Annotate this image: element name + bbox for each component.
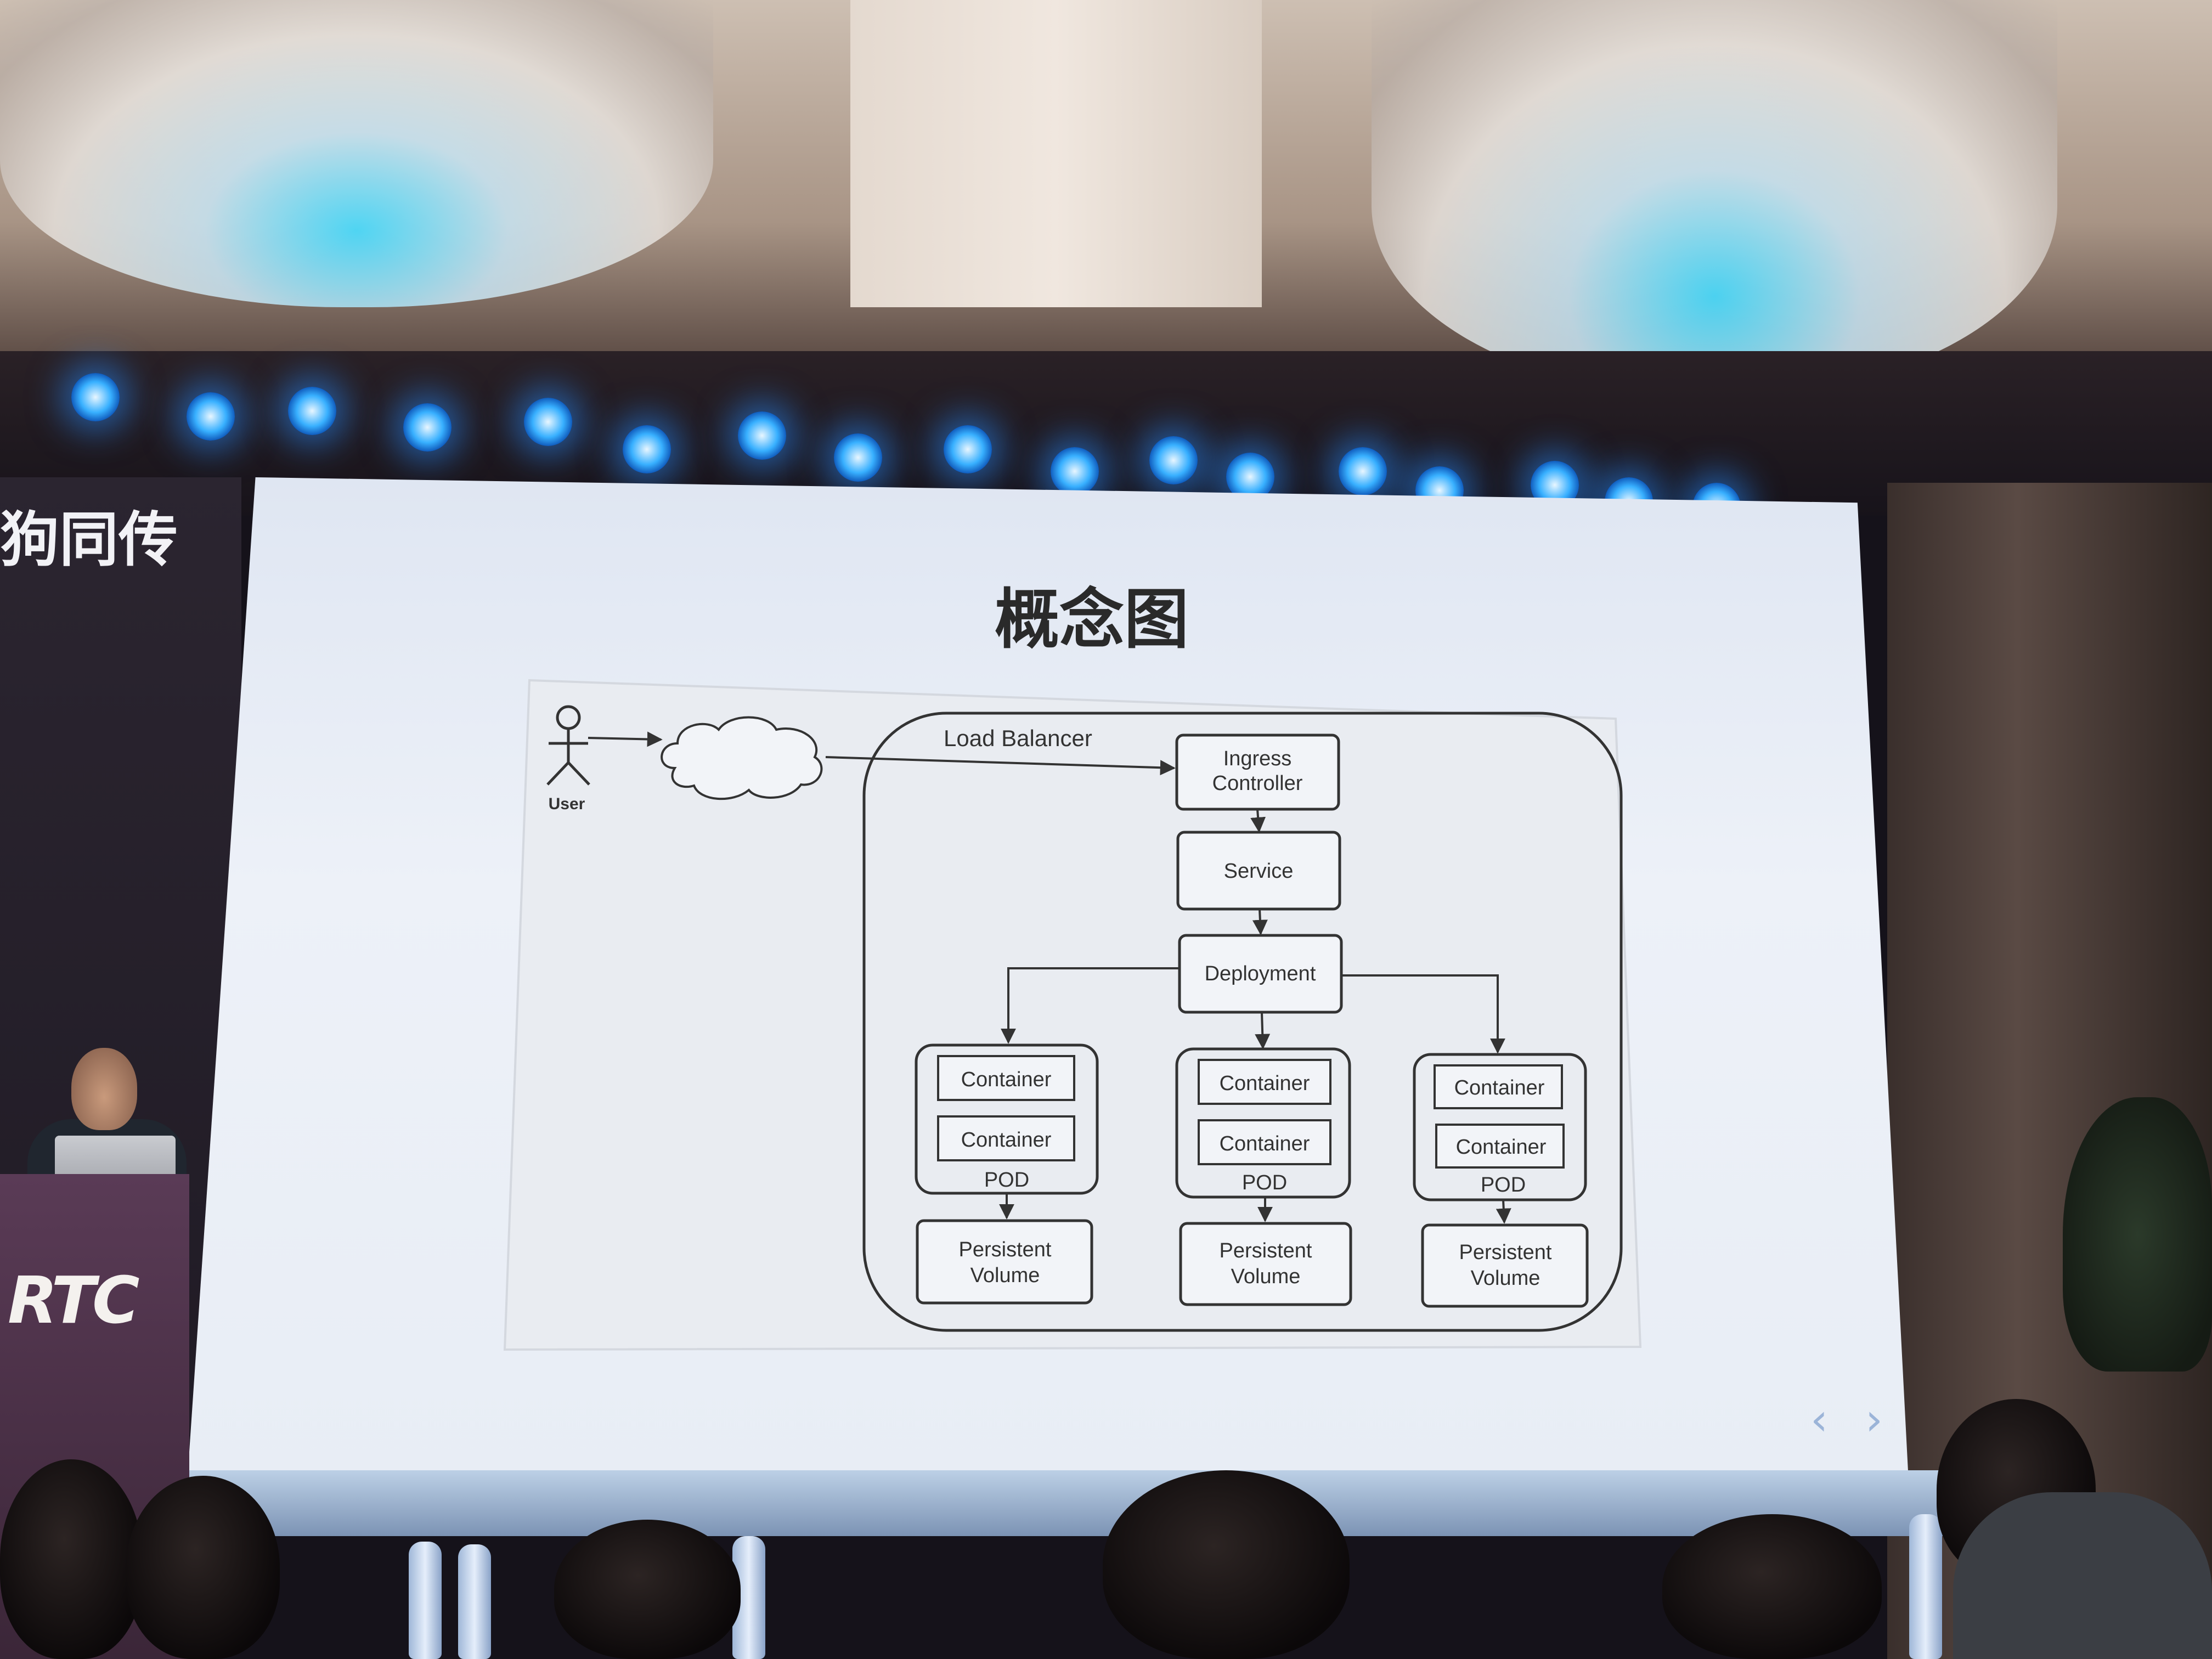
potted-plant: [2063, 1097, 2212, 1372]
spotlight: [1051, 447, 1099, 495]
volume-label-line2: Volume: [970, 1264, 1040, 1287]
spotlight: [623, 425, 671, 473]
service-label: Service: [1224, 860, 1294, 883]
audience-head: [126, 1476, 280, 1659]
side-screen-title: 狗同传: [0, 507, 178, 573]
water-bottle: [458, 1544, 491, 1659]
load-balancer-label: Load Balancer: [944, 725, 1092, 751]
volume-label-line1: Persistent: [1459, 1241, 1552, 1264]
pod-label: POD: [984, 1169, 1029, 1192]
audience-head: [554, 1520, 741, 1659]
spotlight: [1149, 436, 1198, 484]
stage-edge: [187, 1470, 1997, 1536]
arrow-deployment-to-pod-2: [1255, 1012, 1271, 1049]
audience-shoulders: [1953, 1492, 2212, 1659]
chandelier-left: [0, 0, 713, 307]
persistent-volume-box: [1421, 1223, 1589, 1308]
arrow-deployment-to-pod-3: [1341, 974, 1505, 1054]
spotlight: [834, 433, 882, 482]
container-box: [937, 1055, 1075, 1101]
slide-title: 概念图: [995, 582, 1189, 657]
volume-label-line2: Volume: [1471, 1267, 1541, 1290]
arrow-deployment-to-pod-1: [1001, 967, 1180, 1044]
water-bottle: [409, 1542, 442, 1659]
audience-head: [1103, 1470, 1350, 1659]
user-label: User: [549, 795, 585, 813]
ingress-label-line1: Ingress: [1223, 747, 1292, 770]
spotlight: [71, 373, 120, 421]
spotlight: [187, 392, 235, 441]
presenter-head: [71, 1048, 137, 1130]
spotlight: [738, 411, 786, 460]
container-box: [1198, 1119, 1331, 1165]
chevron-left-icon[interactable]: ‹: [1810, 1394, 1828, 1445]
spotlight: [403, 403, 452, 452]
persistent-volume-box: [916, 1219, 1093, 1305]
container-label: Container: [1220, 1072, 1310, 1095]
load-balancer-box: [862, 712, 1623, 1332]
ingress-label-line2: Controller: [1212, 772, 1303, 795]
audience-head: [0, 1459, 143, 1659]
volume-label-line1: Persistent: [1220, 1239, 1312, 1262]
chandelier-right: [1372, 0, 2057, 395]
spotlight: [944, 425, 992, 473]
ceiling-beam: [850, 0, 1262, 307]
diagram-panel: [503, 679, 1642, 1351]
container-box: [1434, 1064, 1563, 1109]
container-label: Container: [1456, 1136, 1547, 1159]
pod-label: POD: [1242, 1171, 1287, 1194]
container-box: [937, 1115, 1075, 1161]
spotlight: [1339, 447, 1387, 495]
container-box: [1435, 1124, 1565, 1169]
podium-logo: RTC: [8, 1262, 140, 1338]
pod-box: [1413, 1053, 1587, 1201]
deployment-label: Deployment: [1205, 962, 1316, 985]
spotlight: [288, 387, 336, 435]
arrow-user-to-cloud: [588, 731, 663, 747]
water-bottle: [1909, 1514, 1942, 1659]
spotlight: [524, 398, 572, 446]
container-label: Container: [1454, 1076, 1545, 1099]
deployment-box: [1178, 934, 1343, 1014]
arrow-pod-to-volume: [1496, 1199, 1511, 1224]
audience-head: [1662, 1514, 1882, 1659]
user-icon: [546, 705, 590, 786]
chevron-right-icon[interactable]: ›: [1865, 1394, 1883, 1445]
service-box: [1176, 831, 1341, 911]
arrow-ingress-to-service: [1250, 809, 1266, 833]
arrow-service-to-deployment: [1252, 909, 1268, 935]
volume-label-line2: Volume: [1231, 1265, 1301, 1288]
arrow-cloud-to-ingress: [825, 756, 1176, 776]
container-box: [1198, 1059, 1331, 1105]
cloud-icon: [661, 716, 823, 800]
pod-label: POD: [1481, 1173, 1526, 1197]
volume-label-line1: Persistent: [959, 1238, 1052, 1261]
pod-box: [1175, 1047, 1351, 1199]
container-label: Container: [961, 1068, 1052, 1091]
container-label: Container: [1220, 1132, 1310, 1155]
container-label: Container: [961, 1128, 1052, 1152]
persistent-volume-box: [1179, 1222, 1352, 1306]
